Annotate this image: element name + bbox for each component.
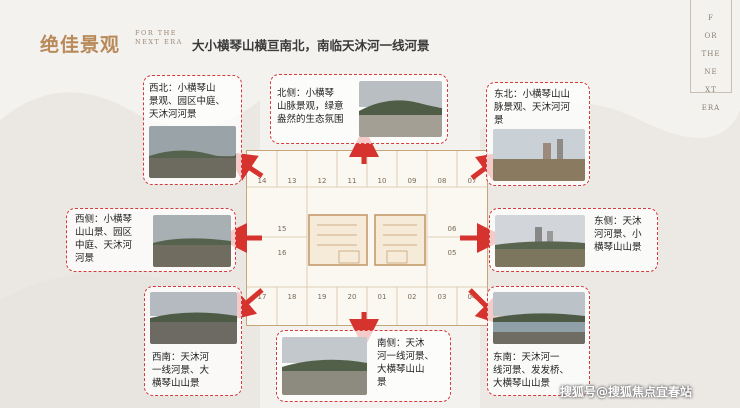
unit-label: 13: [287, 177, 297, 185]
watermark: 搜狐号@搜狐焦点宜春站: [560, 385, 693, 399]
view-callout-northwest: 西北：小横琴山景观、园区中庭、天沐河河景: [143, 75, 242, 185]
view-callout-north: 北侧：小横琴山脉景观，绿意盎然的生态氛围: [270, 74, 448, 144]
view-callout-southeast: 东南：天沐河一线河景、发发桥、大横琴山山景: [487, 286, 590, 396]
view-photo: [493, 129, 585, 181]
view-callout-east: 东侧：天沐河河景、小横琴山山景: [489, 208, 658, 272]
view-photo: [150, 292, 237, 344]
unit-label: 02: [407, 293, 417, 301]
view-photo: [282, 337, 367, 395]
unit-label: 10: [377, 177, 387, 185]
unit-label: 16: [277, 249, 287, 257]
unit-label: 12: [317, 177, 327, 185]
view-photo: [149, 126, 236, 178]
page-subtitle: 大小横琴山横亘南北，南临天沐河一线河景: [192, 38, 430, 53]
page-title: 绝佳景观: [40, 34, 121, 56]
unit-label: 05: [447, 249, 457, 257]
unit-label: 04: [467, 293, 477, 301]
unit-label: 06: [447, 225, 457, 233]
view-callout-west: 西侧：小横琴山山景、园区中庭、天沐河河景: [66, 208, 236, 272]
unit-label: 01: [377, 293, 387, 301]
unit-label: 14: [257, 177, 267, 185]
view-photo: [493, 292, 585, 344]
unit-label: 09: [407, 177, 417, 185]
unit-label: 19: [317, 293, 327, 301]
view-photo: [495, 215, 585, 267]
unit-label: 15: [277, 225, 287, 233]
floor-plan-lines: [247, 151, 487, 325]
view-callout-northeast: 东北：小横琴山山脉景观、天沐河河景: [486, 82, 590, 186]
unit-label: 08: [437, 177, 447, 185]
unit-label: 18: [287, 293, 297, 301]
era-corner-box: F OR THE NE XT ERA: [690, 0, 732, 112]
floor-plan: 14 13 12 11 10 09 08 07 15 16 06 05 17 1…: [246, 150, 488, 326]
arrow-nw: [225, 151, 264, 181]
view-photo: [153, 215, 231, 267]
unit-label: 20: [347, 293, 357, 301]
view-callout-south: 南侧：天沐河一线河景、大横琴山山景: [276, 330, 451, 402]
view-photo: [359, 81, 442, 137]
unit-label: 07: [467, 177, 477, 185]
unit-label: 11: [347, 177, 357, 185]
view-callout-southwest: 西南：天沐河一线河景、大横琴山山景: [144, 286, 242, 396]
unit-label: 17: [257, 293, 267, 301]
unit-label: 03: [437, 293, 447, 301]
